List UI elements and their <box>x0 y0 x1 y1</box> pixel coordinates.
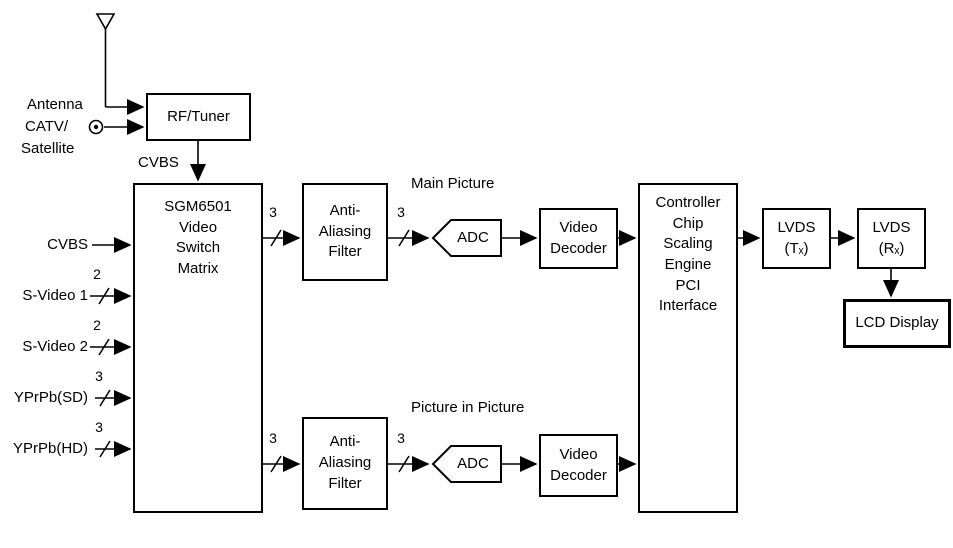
bus-width-yprpb-sd: 3 <box>95 368 103 384</box>
block-video-decoder-main: Video Decoder <box>539 208 618 269</box>
block-aa-filter-main: Anti- Aliasing Filter <box>302 183 388 281</box>
block-adc-pip: ADC <box>457 455 489 472</box>
block-rf-tuner: RF/Tuner <box>146 93 251 141</box>
label-satellite: Satellite <box>21 140 75 157</box>
bus-width-yprpb-hd: 3 <box>95 419 103 435</box>
label-main-picture: Main Picture <box>411 175 495 192</box>
bus-width-pip-switch-out: 3 <box>269 430 277 446</box>
block-controller: Controller Chip Scaling Engine PCI Inter… <box>638 183 738 513</box>
label-catv: CATV/ <box>25 118 69 135</box>
block-aa-filter-pip: Anti- Aliasing Filter <box>302 417 388 510</box>
block-switch-matrix: SGM6501 Video Switch Matrix <box>133 183 263 513</box>
bus-width-svideo2: 2 <box>93 317 101 333</box>
bus-slash <box>99 440 111 458</box>
bus-width-main-adc-in: 3 <box>397 204 405 220</box>
label-input-svideo1: S-Video 1 <box>22 287 88 304</box>
block-lcd-display: LCD Display <box>843 299 951 348</box>
antenna-icon <box>95 13 116 107</box>
label-input-svideo2: S-Video 2 <box>22 338 88 355</box>
bus-slash <box>98 338 110 356</box>
bus-slash <box>99 389 111 407</box>
label-input-cvbs: CVBS <box>47 236 88 253</box>
block-adc-main: ADC <box>457 229 489 246</box>
bus-slash <box>398 229 410 247</box>
bus-width-svideo1: 2 <box>93 266 101 282</box>
bus-width-pip-adc-in: 3 <box>397 430 405 446</box>
bus-width-main-switch-out: 3 <box>269 204 277 220</box>
label-input-yprpb-sd: YPrPb(SD) <box>13 389 88 406</box>
block-lvds-tx: LVDS (Tₓ) <box>762 208 831 269</box>
label-picture-in-picture: Picture in Picture <box>411 399 525 416</box>
bus-slash <box>270 455 282 473</box>
label-antenna: Antenna <box>27 96 83 113</box>
bus-slash <box>398 455 410 473</box>
block-lvds-rx: LVDS (Rₓ) <box>857 208 926 269</box>
catv-connector-icon <box>88 119 104 135</box>
bus-slash <box>270 229 282 247</box>
bus-slash <box>98 287 110 305</box>
label-input-yprpb-hd: YPrPb(HD) <box>12 440 88 457</box>
label-tuner-cvbs: CVBS <box>138 154 179 171</box>
block-video-decoder-pip: Video Decoder <box>539 434 618 497</box>
